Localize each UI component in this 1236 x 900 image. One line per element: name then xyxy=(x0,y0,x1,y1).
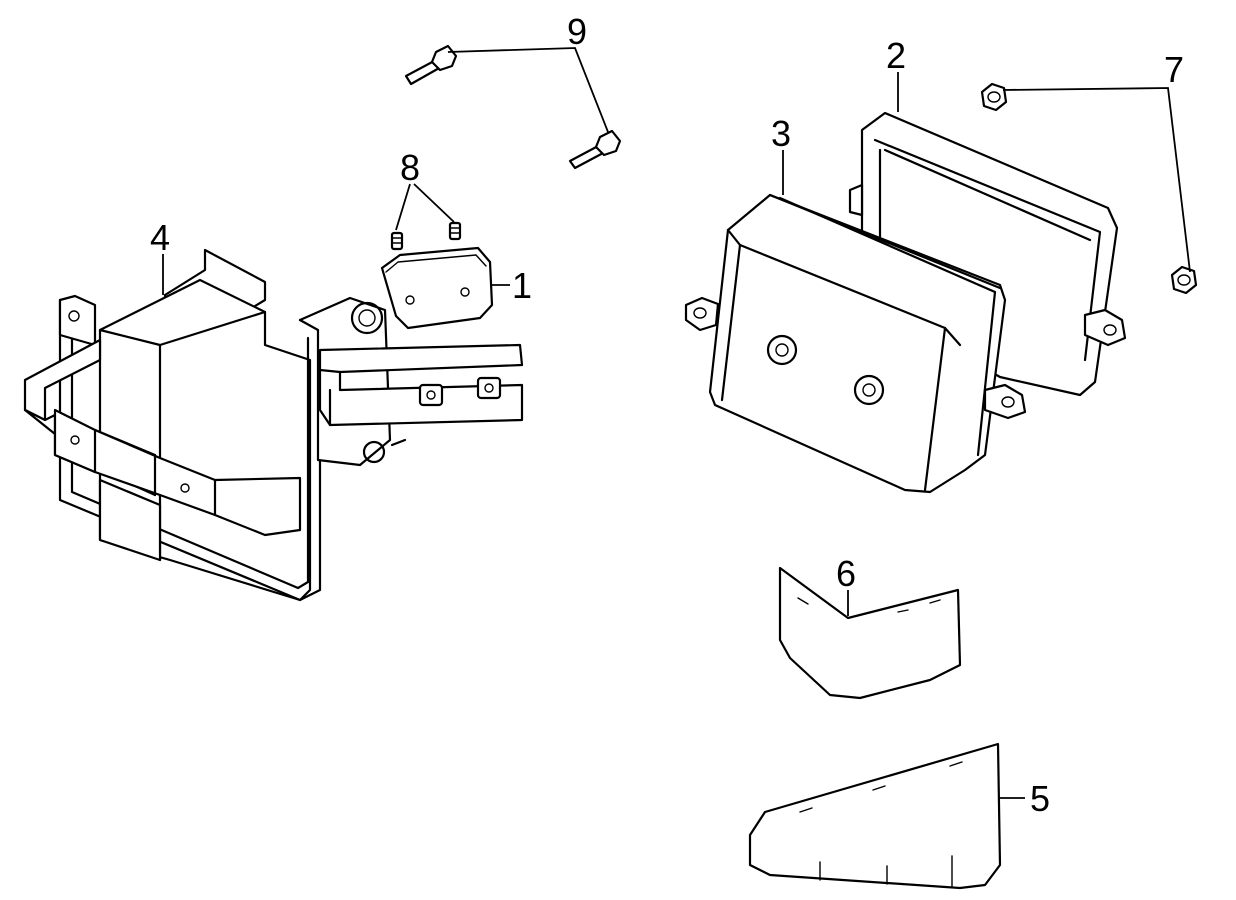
part-4-bracket xyxy=(23,248,524,602)
callout-labels: 1 2 3 4 5 6 7 8 9 xyxy=(150,11,1184,819)
part-6-pad xyxy=(778,566,962,700)
part-5-pad xyxy=(748,742,1002,890)
callout-1: 1 xyxy=(512,265,532,306)
part-1-plate xyxy=(380,246,494,330)
callout-6: 6 xyxy=(836,553,856,594)
callout-9: 9 xyxy=(567,11,587,52)
callout-4: 4 xyxy=(150,217,170,258)
leader-lines xyxy=(162,47,1191,799)
callout-3: 3 xyxy=(771,113,791,154)
part-7-nuts xyxy=(980,82,1198,295)
part-9-bolts xyxy=(404,44,622,170)
callout-8: 8 xyxy=(400,147,420,188)
callout-7: 7 xyxy=(1164,49,1184,90)
callout-5: 5 xyxy=(1030,778,1050,819)
callout-2: 2 xyxy=(886,35,906,76)
part-3-box xyxy=(684,193,1027,494)
part-8-screws xyxy=(390,221,462,251)
